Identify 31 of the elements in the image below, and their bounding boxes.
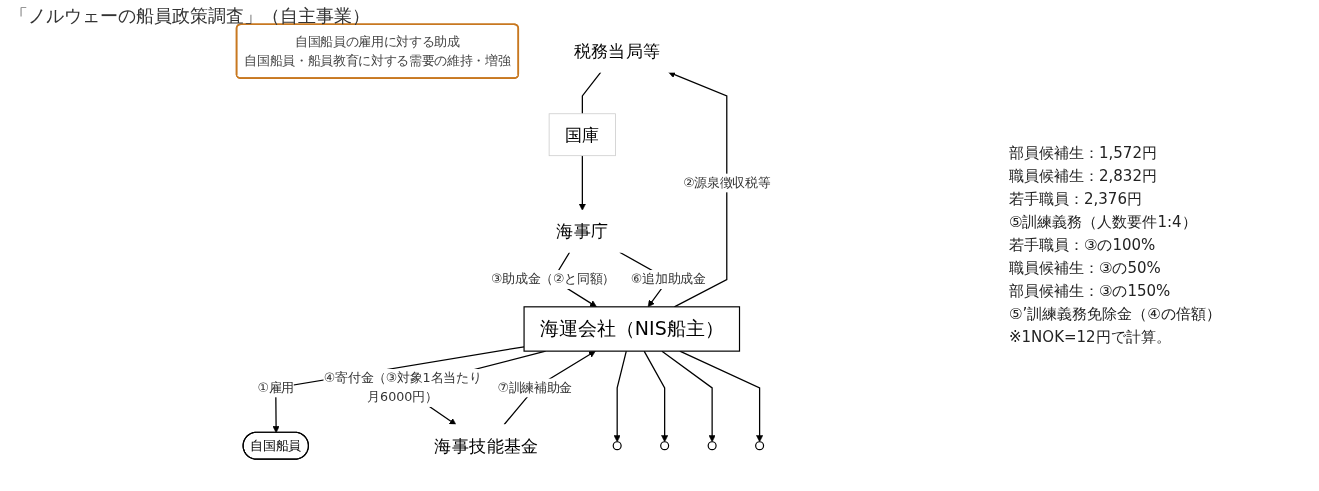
- node-text: 海事技能基金: [434, 435, 539, 456]
- node-circle: [612, 441, 622, 451]
- node-circle: [660, 441, 670, 451]
- arrow: [668, 71, 728, 308]
- edge-label: ①雇用: [257, 380, 295, 396]
- arrow: [679, 350, 764, 443]
- arrow: [578, 155, 586, 211]
- arrow: [613, 350, 627, 443]
- node-circle: [755, 441, 765, 451]
- note-text: 若手職員：2,376円: [1009, 190, 1143, 209]
- edge-label: ③助成金（②と同額）: [491, 271, 616, 287]
- edge-label: ②源泉徴収税等: [683, 175, 771, 191]
- node-box: 国庫: [548, 113, 616, 157]
- connector: [581, 71, 602, 115]
- note-text: 若手職員：③の100%: [1009, 236, 1157, 255]
- edge-label: ④寄付金（③対象1名当たり月6000円）: [323, 370, 482, 405]
- note-text: 部員候補生：③の150%: [1009, 282, 1172, 301]
- node-text: 海事庁: [556, 221, 609, 242]
- note-text: 職員候補生：2,832円: [1009, 167, 1158, 186]
- node-circle: [707, 441, 717, 451]
- note-text: 部員候補生：1,572円: [1009, 144, 1158, 163]
- node-box: 海運会社（NIS船主）: [523, 306, 741, 352]
- edge-label: ⑦訓練補助金: [497, 380, 573, 396]
- note-text: ⑤’訓練義務免除金（④の倍額）: [1009, 305, 1222, 324]
- note-text: ※1NOK=12円で計算。: [1009, 328, 1172, 347]
- node-text: 税務当局等: [573, 41, 661, 62]
- note-text: 職員候補生：③の50%: [1009, 259, 1162, 278]
- note-text: ⑤訓練義務（人数要件1:4）: [1009, 213, 1198, 232]
- edge-label: ⑥追加助成金: [630, 271, 706, 287]
- arrow: [661, 350, 716, 443]
- arrow: [643, 350, 669, 443]
